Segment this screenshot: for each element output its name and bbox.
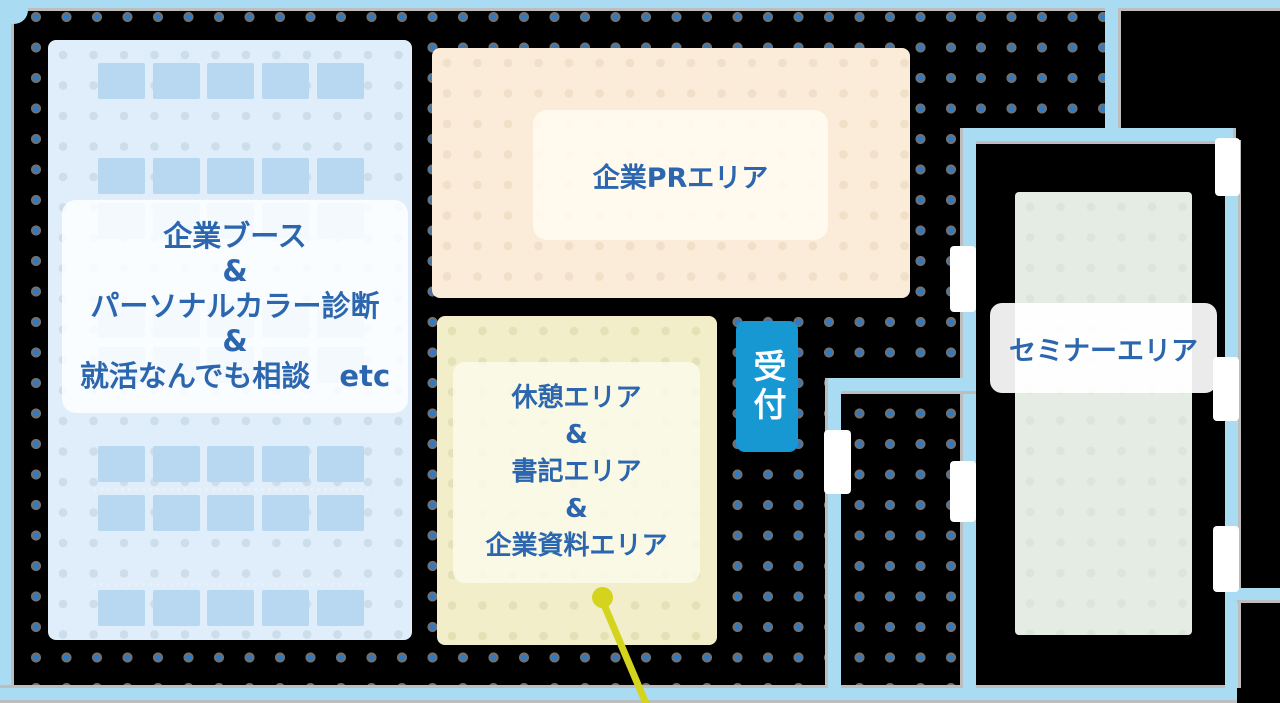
rest-zone-label-line: 企業資料エリア <box>485 531 668 561</box>
booth-square <box>207 446 254 482</box>
booth-square <box>317 158 364 194</box>
booth-square <box>207 590 254 626</box>
booth-square <box>153 446 200 482</box>
booth-square <box>262 158 309 194</box>
rest-zone-label-panel: 休憩エリア & 書記エリア & 企業資料エリア <box>453 362 700 583</box>
booth-row-dotted-divider <box>93 488 369 491</box>
booth-square <box>98 158 145 194</box>
rest-zone-label-line: & <box>565 494 588 524</box>
wall-corner-top-left <box>0 0 28 24</box>
booth-square <box>262 446 309 482</box>
booth-zone-label-line: 企業ブース <box>163 219 307 253</box>
door-opening-right-lower <box>1213 526 1239 592</box>
reception-label: 受付 <box>748 348 787 425</box>
wall-right-stub <box>1237 588 1280 600</box>
reception-badge: 受付 <box>736 321 798 452</box>
booth-square <box>262 590 309 626</box>
wall-left-border <box>0 0 11 700</box>
door-opening-seminar-left-lower <box>950 461 976 522</box>
booth-zone-label-line: パーソナルカラー診断 <box>90 289 380 323</box>
seminar-zone-label-panel: セミナーエリア <box>990 303 1217 393</box>
floor-dot-grid-top-strip <box>963 11 1105 130</box>
booth-square <box>207 158 254 194</box>
pointer-dot <box>592 587 613 608</box>
door-opening-right-middle <box>1213 357 1239 421</box>
wall-top-border <box>0 0 1280 8</box>
booth-square <box>98 590 145 626</box>
wall-top-right-vertical <box>1105 8 1118 128</box>
booth-zone-label-line: & <box>222 254 248 288</box>
wall-bottom-border <box>0 688 1237 700</box>
booth-zone-label-line: & <box>222 324 248 358</box>
seminar-zone <box>1015 192 1192 635</box>
door-opening-top-right <box>1215 138 1240 196</box>
booth-square <box>98 495 145 531</box>
pr-zone-label: 企業PRエリア <box>592 162 769 194</box>
door-opening-room-left <box>824 430 851 494</box>
booth-square <box>262 63 309 99</box>
booth-square <box>153 63 200 99</box>
booth-square <box>317 590 364 626</box>
booth-square <box>153 158 200 194</box>
wall-seminar-top <box>963 128 1233 141</box>
rest-zone-label-line: 書記エリア <box>511 457 642 487</box>
door-opening-seminar-left-upper <box>950 246 976 312</box>
booth-square <box>153 495 200 531</box>
booth-square <box>317 446 364 482</box>
rest-zone-label-line: 休憩エリア <box>511 383 642 413</box>
pr-zone: 企業PRエリア <box>432 48 910 298</box>
booth-square <box>98 446 145 482</box>
booth-row-dotted-divider <box>93 583 369 586</box>
wall-seminar-left <box>963 128 976 688</box>
booth-square <box>153 590 200 626</box>
booth-zone-label-line: 就活なんでも相談 etc <box>79 359 391 393</box>
booth-square <box>317 63 364 99</box>
booth-zone: 企業ブース & パーソナルカラー診断 & 就活なんでも相談 etc <box>48 40 412 640</box>
rest-zone: 休憩エリア & 書記エリア & 企業資料エリア <box>437 316 717 645</box>
wall-room-left <box>828 378 841 688</box>
seminar-zone-label: セミナーエリア <box>1009 335 1198 367</box>
booth-square <box>98 63 145 99</box>
booth-zone-label-panel: 企業ブース & パーソナルカラー診断 & 就活なんでも相談 etc <box>62 200 408 413</box>
wall-room-top <box>828 378 976 391</box>
booth-square <box>207 495 254 531</box>
booth-square <box>207 63 254 99</box>
pr-zone-label-panel: 企業PRエリア <box>533 110 828 240</box>
booth-square <box>317 495 364 531</box>
rest-zone-label-line: & <box>565 420 588 450</box>
booth-square <box>262 495 309 531</box>
